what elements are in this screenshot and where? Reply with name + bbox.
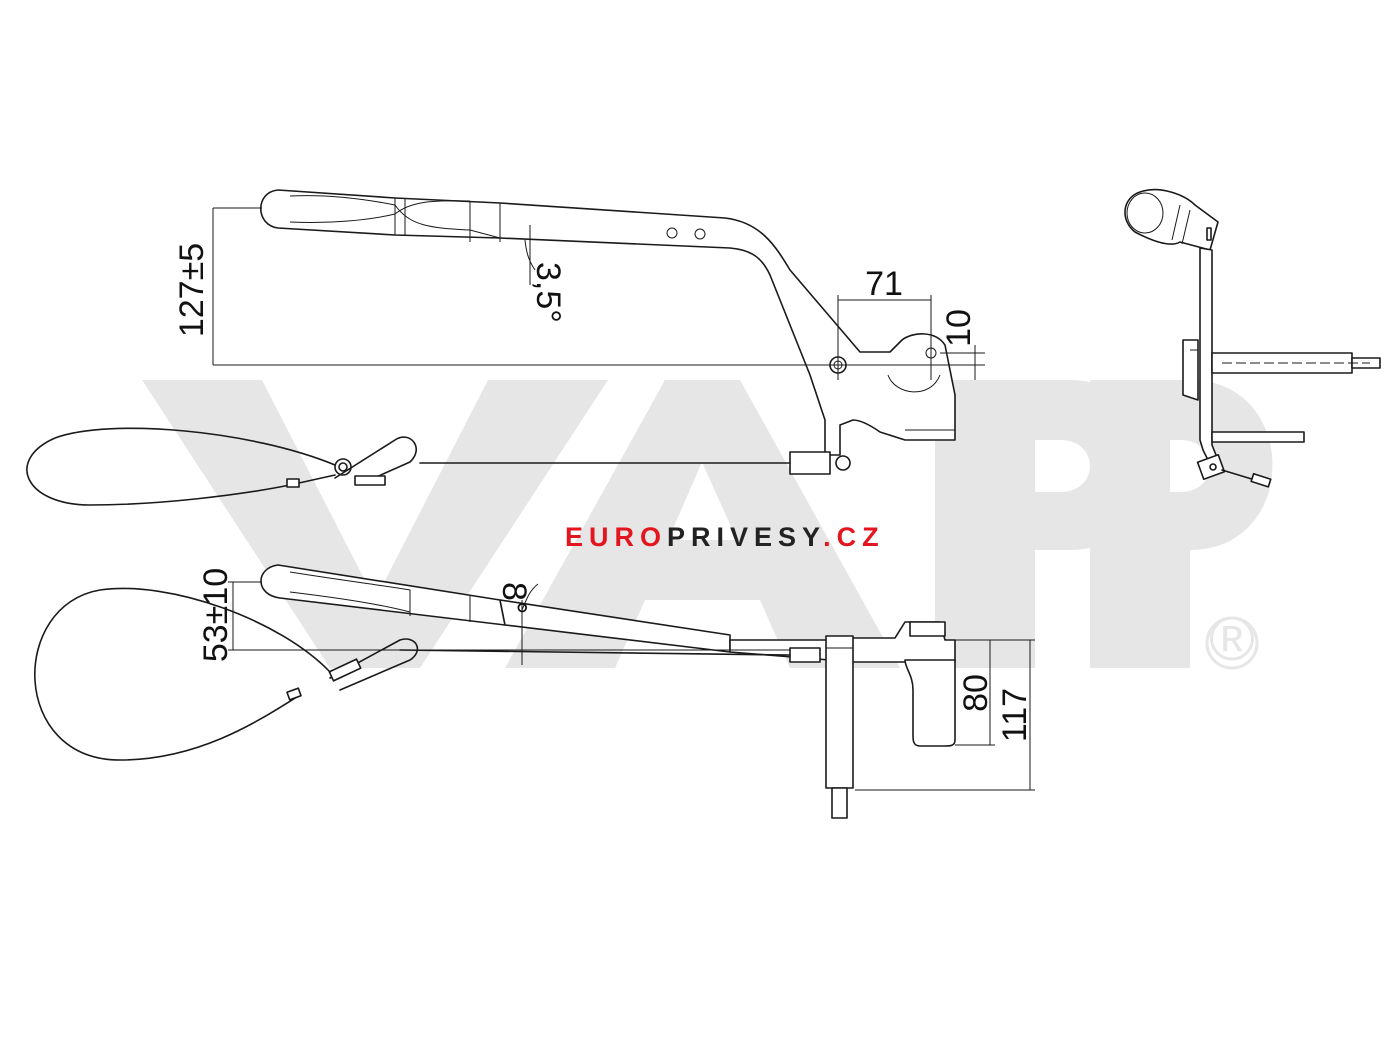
dim-pivot-height-label: 10: [940, 309, 978, 347]
dim-angle-top: 3,5°: [524, 225, 567, 323]
dim-total-height: 117: [855, 640, 1035, 791]
dim-angle-bottom-label: 8°: [495, 582, 533, 615]
site-name: EUROPRIVESY.CZ: [565, 522, 885, 552]
dim-total-height-label: 117: [996, 688, 1034, 742]
registered-mark: ®: [1209, 605, 1255, 674]
dim-handle-height-label: 127±5: [173, 243, 211, 337]
side-view-handbrake-lever: [26, 189, 956, 506]
dim-pivot-offset: 71: [837, 265, 932, 380]
dim-handle-offset-bottom: 53±10: [197, 568, 790, 662]
site-part-cz: .CZ: [823, 522, 885, 552]
dim-pivot-offset-label: 71: [865, 265, 903, 303]
site-part-euro: EURO: [565, 522, 667, 552]
site-part-privesy: PRIVESY: [667, 522, 823, 552]
dim-handle-offset-label: 53±10: [197, 568, 235, 662]
dim-angle-top-label: 3,5°: [529, 262, 567, 323]
dim-bracket-height: 80: [955, 639, 1035, 746]
end-view-handbrake-lever: [1124, 188, 1381, 488]
dim-bracket-height-label: 80: [957, 674, 995, 712]
dim-angle-bottom: 8°: [495, 582, 539, 665]
dim-handle-height: 127±5: [173, 207, 985, 366]
top-view-handbrake-lever: [34, 564, 956, 819]
vapp-watermark-logo: [142, 380, 1273, 670]
dim-pivot-height: 10: [940, 309, 985, 380]
